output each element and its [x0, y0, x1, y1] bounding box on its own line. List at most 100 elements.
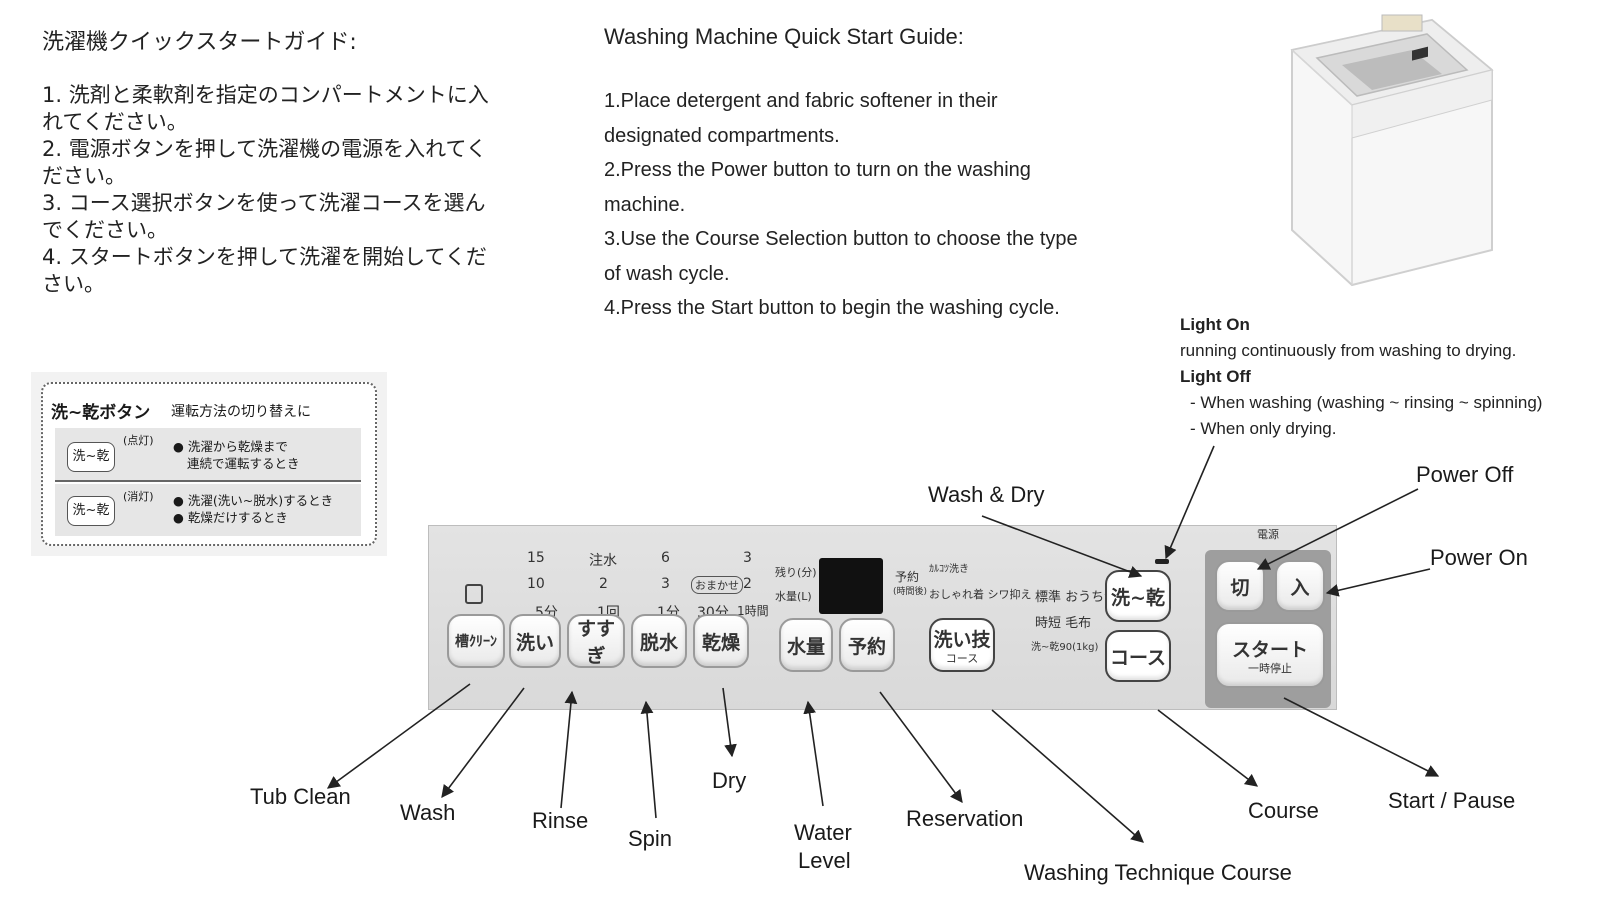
en-step-line: designated compartments. — [604, 124, 840, 147]
en-guide-title: Washing Machine Quick Start Guide: — [604, 24, 964, 49]
arrow-dry — [722, 687, 737, 758]
label-reservation: Reservation — [906, 806, 1024, 831]
wash-button[interactable]: 洗い — [509, 614, 561, 668]
dry-button[interactable]: 乾燥 — [693, 614, 749, 668]
arrow-tub-clean — [326, 683, 471, 789]
water-level-button[interactable]: 水量 — [779, 618, 833, 672]
label-power-off: Power Off — [1416, 462, 1514, 487]
jp-step-line: でください。 — [42, 218, 168, 242]
label-washing-technique: Washing Technique Course — [1024, 860, 1292, 885]
arrow-technique — [991, 709, 1144, 843]
panel-technique-text: 時短 毛布 — [1035, 616, 1092, 631]
en-guide-steps: 1.Place detergent and fabric softener in… — [604, 84, 1144, 326]
label-wash: Wash — [400, 800, 456, 825]
en-step-line: of wash cycle. — [604, 262, 730, 285]
light-on-desc: running continuously from washing to dry… — [1180, 341, 1517, 360]
panel-number: 2 — [599, 576, 608, 592]
label-tub-clean: Tub Clean — [250, 784, 351, 809]
panel-number: 3 — [661, 576, 670, 592]
arrow-rinse — [560, 690, 578, 809]
label-dry: Dry — [712, 768, 747, 793]
arrow-light — [1164, 445, 1215, 560]
rinse-button[interactable]: すすぎ — [567, 614, 625, 668]
inset-state-on: (点灯) — [123, 434, 154, 447]
inset-desc-line: ● 洗濯(洗い~脱水)するとき — [173, 493, 334, 508]
inset-desc-line: 連続で運転するとき — [187, 456, 300, 471]
inset-button-on: 洗~乾 — [67, 442, 115, 472]
spin-button[interactable]: 脱水 — [631, 614, 687, 668]
panel-number: 3 — [743, 550, 752, 566]
wash-dry-button[interactable]: 洗~乾 — [1105, 570, 1171, 622]
panel-number: 2 — [743, 576, 752, 592]
arrow-start-pause — [1283, 697, 1440, 777]
panel-number: 10 — [527, 576, 545, 592]
inset-frame: 洗~乾ボタン 運転方法の切り替えに 洗~乾 (点灯) ● 洗濯から乾燥まで 連続… — [41, 382, 377, 546]
technique-button-label: 洗い技 — [933, 628, 991, 651]
arrow-spin — [640, 700, 657, 819]
inset-desc-line: ● 乾燥だけするとき — [173, 510, 288, 525]
label-wash-dry: Wash & Dry — [928, 482, 1045, 507]
label-water-level-1: Water — [794, 820, 852, 845]
inset-desc-on: ● 洗濯から乾燥まで 連続で運転するとき — [173, 438, 300, 472]
inset-row-off: 洗~乾 (消灯) ● 洗濯(洗い~脱水)するとき ● 乾燥だけするとき — [55, 484, 361, 536]
inset-title: 洗~乾ボタン — [51, 403, 151, 423]
panel-reserve-sub: (時間後) — [893, 587, 928, 597]
jp-step-line: れてください。 — [42, 110, 188, 134]
start-button-sub: 一時停止 — [1248, 661, 1292, 675]
panel-technique-text: ｶﾙｺﾂ洗き — [929, 564, 969, 575]
inset-subtitle: 運転方法の切り替えに — [171, 404, 311, 420]
light-on-title: Light On — [1180, 315, 1250, 334]
washing-machine-illustration — [1290, 14, 1494, 287]
arrow-water-level — [803, 700, 824, 807]
light-off-title: Light Off — [1180, 367, 1251, 386]
light-explanation: Light On running continuously from washi… — [1180, 312, 1610, 442]
en-step-line: machine. — [604, 193, 686, 216]
jp-step-line: ださい。 — [42, 164, 126, 188]
jp-step-line: 2. 電源ボタンを押して洗濯機の電源を入れてく — [42, 137, 487, 161]
arrow-wash-dry — [981, 515, 1143, 578]
washing-technique-button[interactable]: 洗い技 コース — [929, 618, 995, 672]
en-step-line: 1.Place detergent and fabric softener in… — [604, 90, 998, 112]
panel-number: 6 — [661, 550, 670, 566]
panel-number: 注水 — [589, 553, 617, 569]
jp-step-line: 3. コース選択ボタンを使って洗濯コースを選ん — [42, 191, 486, 215]
en-step-line: 2.Press the Power button to turn on the … — [604, 159, 1031, 181]
light-off-desc-1: - When washing (washing ~ rinsing ~ spin… — [1190, 393, 1543, 412]
panel-number: おまかせ — [691, 576, 743, 594]
jp-step-line: 1. 洗剤と柔軟剤を指定のコンパートメントに入 — [42, 83, 489, 107]
panel-reserve-label: 予約 — [895, 570, 920, 584]
power-on-button[interactable]: 入 — [1275, 560, 1325, 612]
light-off-desc-2: - When only drying. — [1190, 419, 1337, 438]
tub-clean-button[interactable]: 槽ｸﾘｰﾝ — [447, 614, 505, 668]
digital-display — [819, 558, 883, 614]
course-button[interactable]: コース — [1105, 630, 1171, 682]
label-power-on: Power On — [1430, 545, 1528, 570]
control-panel: 15 10 5分 注水 2 1回 6 3 1分 おまかせ 30分 3 2 1時間… — [428, 525, 1337, 710]
arrow-wash — [441, 687, 525, 799]
wash-dry-inset: 洗~乾ボタン 運転方法の切り替えに 洗~乾 (点灯) ● 洗濯から乾燥まで 連続… — [31, 372, 387, 556]
arrow-course — [1157, 709, 1259, 787]
inset-divider — [55, 480, 361, 482]
label-start-pause: Start / Pause — [1388, 788, 1516, 813]
inset-desc-off: ● 洗濯(洗い~脱水)するとき ● 乾燥だけするとき — [173, 492, 333, 526]
arrow-power-on — [1325, 568, 1431, 597]
panel-technique-text: おしゃれ着 シワ抑え — [929, 588, 1032, 601]
jp-step-line: 4. スタートボタンを押して洗濯を開始してくだ — [42, 245, 487, 269]
wash-dry-led — [1155, 559, 1169, 564]
label-spin: Spin — [628, 826, 673, 851]
power-off-button[interactable]: 切 — [1215, 560, 1265, 612]
panel-water-label: 水量(L) — [775, 590, 812, 603]
reservation-button[interactable]: 予約 — [839, 618, 895, 672]
arrow-power-off — [1256, 488, 1419, 570]
inset-state-off: (消灯) — [123, 490, 154, 503]
inset-button-off: 洗~乾 — [67, 496, 115, 526]
panel-technique-text: 洗~乾90(1kg) — [1031, 642, 1099, 653]
start-button-label: スタート — [1231, 638, 1308, 661]
tub-clean-icon — [465, 584, 483, 604]
label-rinse: Rinse — [532, 808, 589, 833]
panel-power-label: 電源 — [1257, 528, 1279, 541]
panel-number: 15 — [527, 550, 545, 566]
start-pause-button[interactable]: スタート 一時停止 — [1215, 622, 1325, 688]
label-water-level-2: Level — [798, 848, 851, 873]
